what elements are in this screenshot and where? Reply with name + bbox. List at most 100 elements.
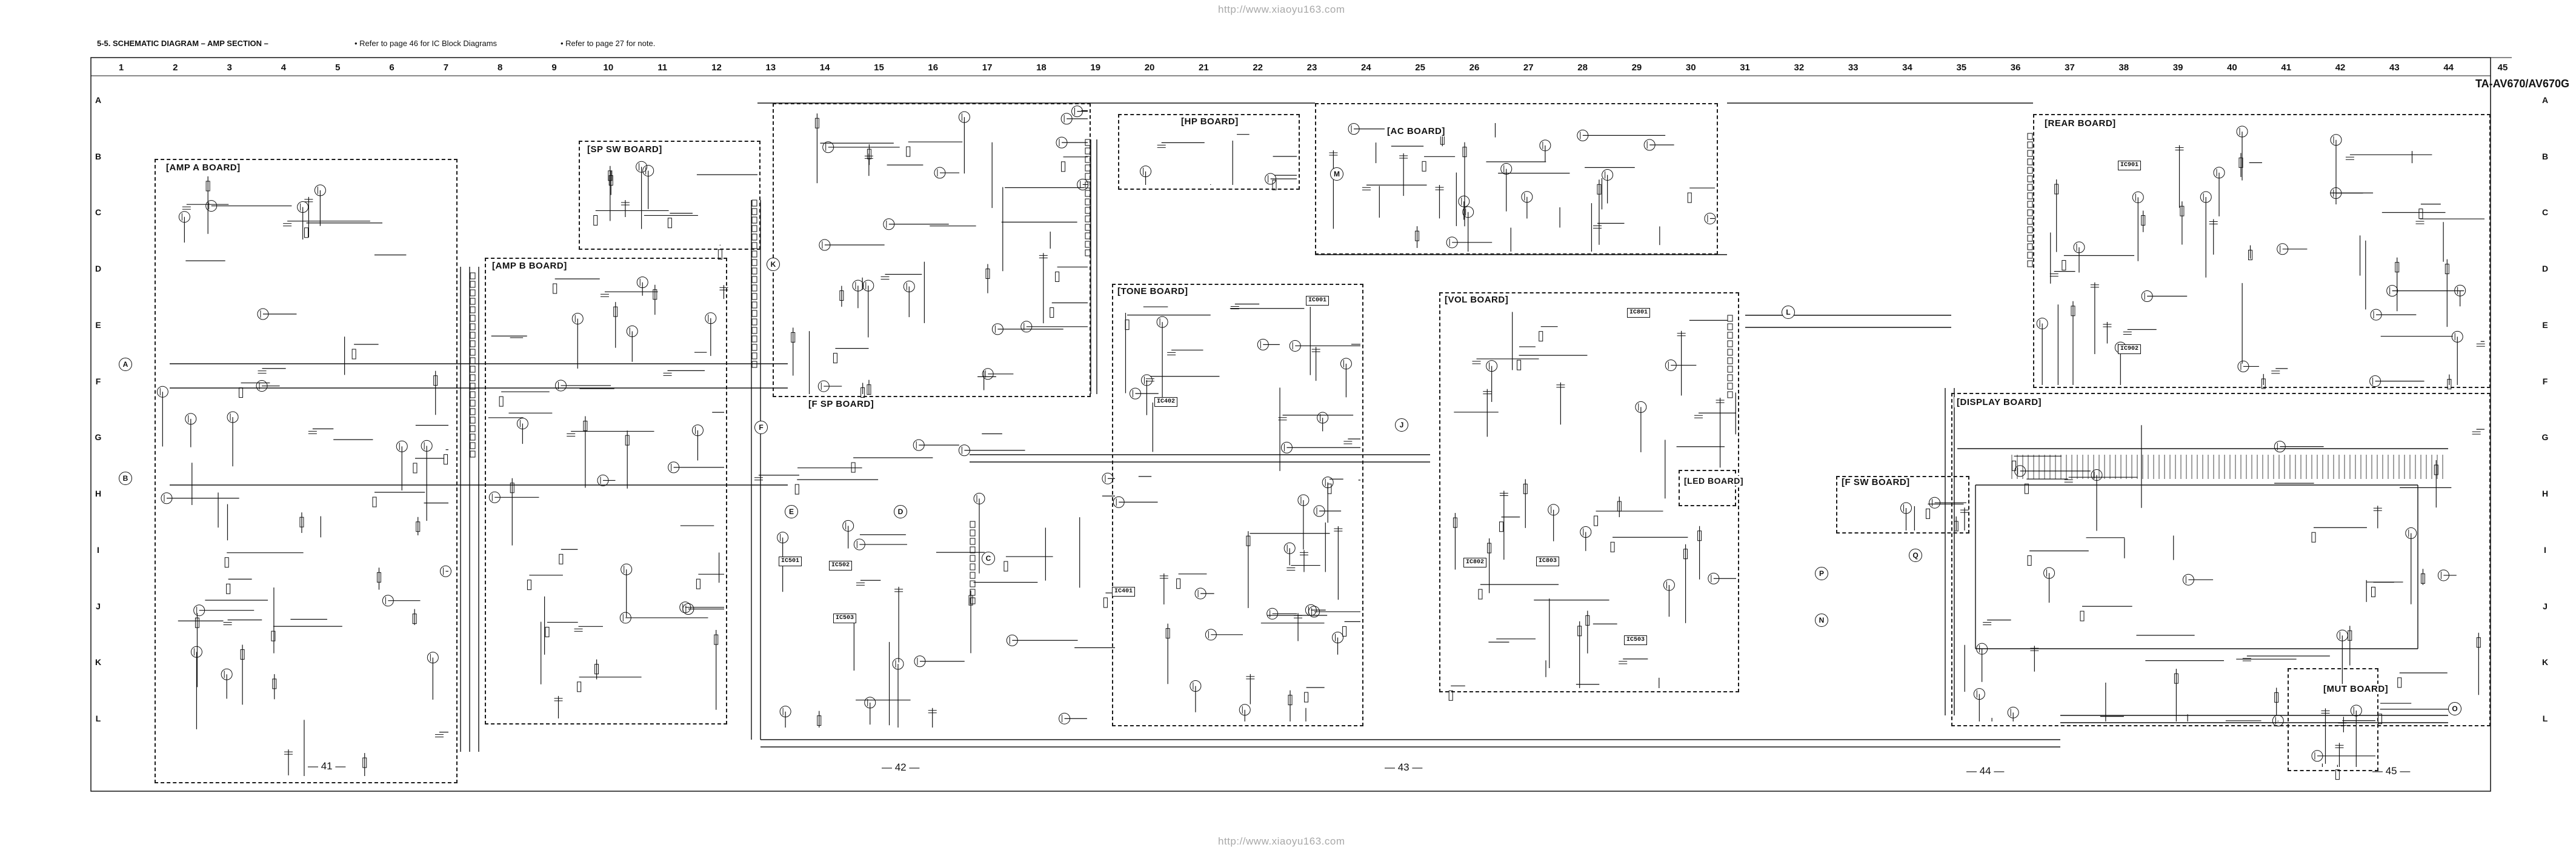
column-index-25: 25: [1415, 62, 1425, 73]
ic-label: IC901: [2118, 161, 2142, 170]
ac-board-label: [AC BOARD]: [1385, 126, 1448, 136]
sp-sw-board-outline: [579, 141, 760, 250]
f-sp-board-outline: [773, 103, 1091, 397]
watermark-url-bottom: http://www.xiaoyu163.com: [1218, 835, 1345, 847]
f-sp-board-label: [F SP BOARD]: [806, 399, 877, 409]
watermark-url-top: http://www.xiaoyu163.com: [1218, 4, 1345, 15]
column-index-29: 29: [1631, 62, 1642, 73]
column-index-17: 17: [982, 62, 993, 73]
connector-c: C: [982, 552, 995, 565]
column-index-27: 27: [1523, 62, 1534, 73]
vol-board-outline: [1439, 292, 1739, 692]
row-index-I: I: [2544, 544, 2546, 555]
column-index-12: 12: [711, 62, 722, 73]
ic-label: IC902: [2118, 344, 2142, 354]
column-index-16: 16: [928, 62, 939, 73]
row-index-G: G: [95, 432, 102, 443]
column-index-33: 33: [1848, 62, 1859, 73]
row-index-H: H: [95, 489, 102, 499]
column-index-26: 26: [1469, 62, 1480, 73]
ic-label: IC503: [1624, 635, 1648, 645]
mut-board-outline: [2288, 668, 2378, 771]
column-index-14: 14: [819, 62, 830, 73]
model-number: TA-AV670/AV670G: [2475, 78, 2570, 90]
column-index-36: 36: [2010, 62, 2021, 73]
ic-label: IC401: [1112, 587, 1136, 597]
row-index-F: F: [95, 376, 101, 386]
column-index-2: 2: [173, 62, 178, 73]
column-index-10: 10: [603, 62, 614, 73]
display-board-outline: [1951, 393, 2491, 726]
connector-e: E: [785, 505, 798, 518]
page-number-45: — 45 —: [2372, 765, 2411, 777]
column-index-32: 32: [1794, 62, 1805, 73]
section-title: 5-5. SCHEMATIC DIAGRAM – AMP SECTION –: [97, 39, 268, 48]
ic-label: IC802: [1463, 558, 1487, 567]
ic-label: IC001: [1306, 296, 1330, 306]
row-index-C: C: [95, 207, 102, 218]
row-index-L: L: [95, 714, 101, 723]
connector-b: B: [119, 472, 132, 485]
column-index-38: 38: [2118, 62, 2129, 73]
connector-o: O: [2448, 702, 2461, 715]
column-index-31: 31: [1740, 62, 1750, 73]
row-index-H: H: [2541, 489, 2549, 499]
column-index-23: 23: [1306, 62, 1317, 73]
amp-a-board-label: [AMP A BOARD]: [164, 162, 243, 173]
ic-label: IC402: [1154, 397, 1178, 407]
column-index-19: 19: [1090, 62, 1101, 73]
amp-b-board-label: [AMP B BOARD]: [490, 261, 570, 271]
connector-a: A: [119, 358, 132, 371]
tone-board-label: [TONE BOARD]: [1115, 286, 1191, 296]
column-index-22: 22: [1253, 62, 1263, 73]
column-index-35: 35: [1956, 62, 1967, 73]
rear-board-outline: [2033, 114, 2491, 388]
connector-f: F: [754, 421, 768, 434]
ic-label: IC801: [1627, 308, 1651, 318]
page-number-44: — 44 —: [1966, 765, 2005, 777]
mut-board-label: [MUT BOARD]: [2321, 684, 2391, 694]
row-index-B: B: [2541, 151, 2549, 161]
ic-label: IC501: [779, 557, 802, 566]
column-index-18: 18: [1036, 62, 1047, 73]
row-index-J: J: [96, 601, 101, 611]
row-index-K: K: [95, 657, 102, 668]
row-index-D: D: [2541, 264, 2549, 274]
ic-label: IC502: [829, 561, 853, 571]
connector-m: M: [1330, 167, 1343, 181]
row-index-D: D: [95, 264, 102, 274]
column-index-11: 11: [657, 62, 668, 73]
column-index-13: 13: [765, 62, 776, 73]
row-index-A: A: [95, 95, 102, 105]
row-index-E: E: [2542, 320, 2548, 330]
hp-board-label: [HP BOARD]: [1179, 116, 1241, 127]
column-index-8: 8: [498, 62, 503, 73]
row-index-K: K: [2541, 657, 2549, 668]
note-ic-block: • Refer to page 46 for IC Block Diagrams: [354, 39, 498, 48]
connector-q: Q: [1909, 549, 1922, 562]
row-index-G: G: [2541, 432, 2549, 443]
connector-l: L: [1782, 306, 1795, 319]
display-board-label: [DISPLAY BOARD]: [1954, 397, 2045, 407]
column-index-6: 6: [389, 62, 394, 73]
page-number-42: — 42 —: [882, 761, 920, 773]
led-board-label: [LED BOARD]: [1682, 476, 1746, 486]
row-index-C: C: [2541, 207, 2549, 218]
column-index-40: 40: [2227, 62, 2237, 73]
f-sw-board-label: [F SW BOARD]: [1839, 477, 1912, 487]
row-index-L: L: [2542, 714, 2548, 723]
led-board-outline: [1679, 470, 1736, 506]
column-index-44: 44: [2443, 62, 2454, 73]
column-index-41: 41: [2281, 62, 2292, 73]
column-index-37: 37: [2065, 62, 2075, 73]
column-index-24: 24: [1360, 62, 1371, 73]
connector-k: K: [767, 258, 780, 271]
row-index-I: I: [97, 544, 99, 555]
rear-board-label: [REAR BOARD]: [2042, 118, 2118, 129]
ic-label: IC803: [1536, 557, 1560, 566]
connector-d: D: [894, 505, 907, 518]
hp-board-outline: [1118, 114, 1300, 190]
column-index-43: 43: [2389, 62, 2400, 73]
ic-label: IC503: [833, 614, 857, 623]
